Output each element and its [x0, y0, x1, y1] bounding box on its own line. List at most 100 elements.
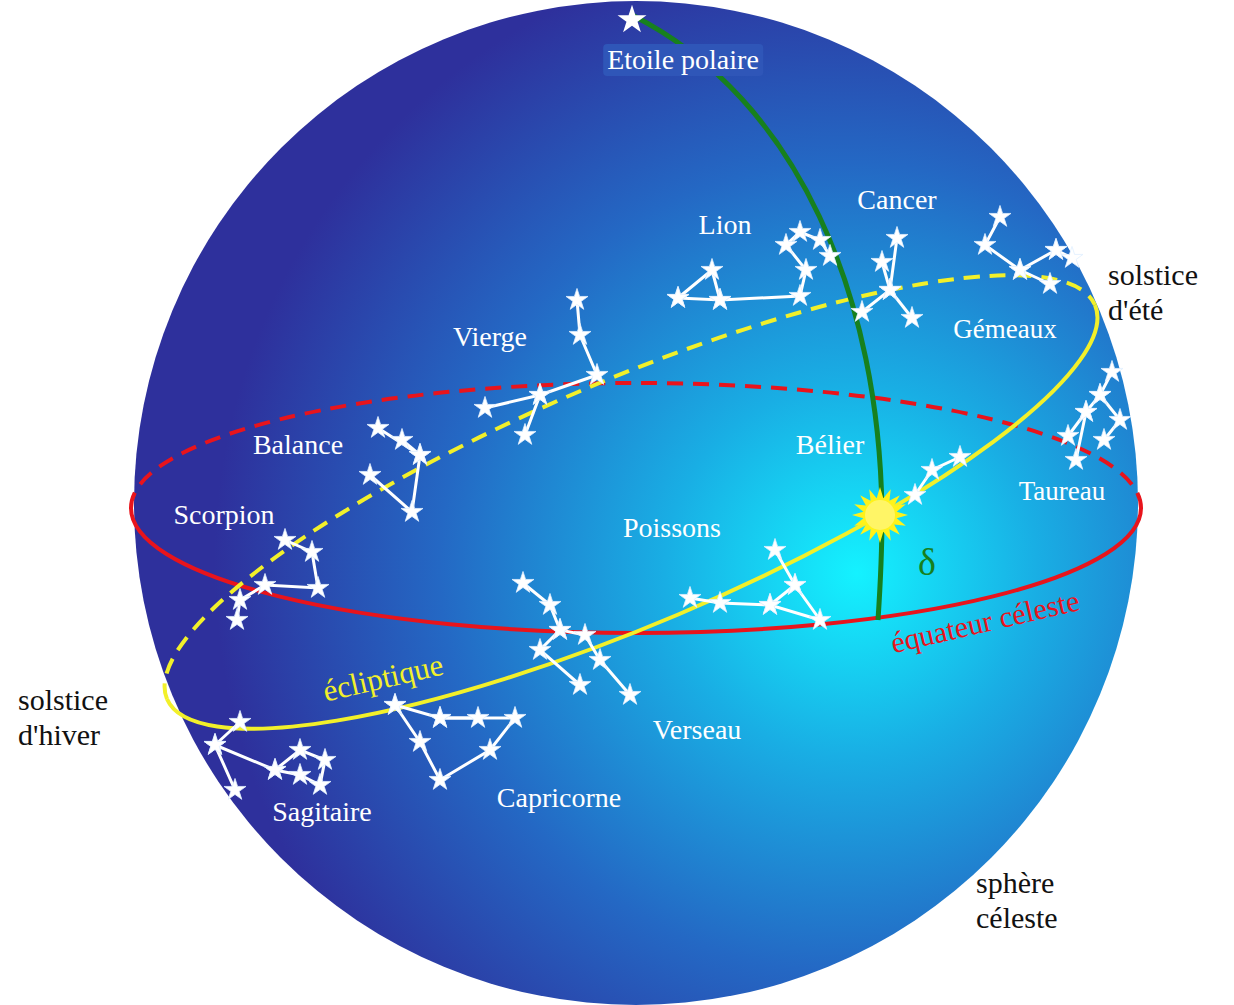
constellation-line: [862, 238, 897, 312]
star: [1065, 448, 1087, 469]
star: [974, 233, 996, 254]
constellation-line: [525, 300, 597, 435]
star: [809, 608, 831, 629]
star: [709, 288, 731, 309]
sphere-label: sphère céleste: [976, 866, 1106, 935]
star: [569, 323, 591, 344]
constellation-line: [395, 705, 515, 780]
constellation-line: [370, 428, 420, 512]
star: [367, 416, 389, 437]
constellation-name: Capricorne: [497, 782, 621, 814]
star: [819, 244, 841, 265]
constellation-name: Gémeaux: [953, 314, 1056, 345]
star: [1089, 383, 1111, 404]
constellation-name: Lion: [699, 209, 752, 241]
star: [224, 778, 246, 799]
constellations: [204, 205, 1131, 799]
pole-star-label: Etoile polaire: [603, 44, 763, 76]
star: [1101, 360, 1123, 381]
star: [301, 540, 323, 561]
star: [759, 593, 781, 614]
sun-disc: [865, 500, 895, 530]
star: [529, 383, 551, 404]
star: [539, 593, 561, 614]
constellation-line: [215, 745, 325, 785]
star: [264, 758, 286, 779]
constellation-line: [215, 722, 240, 790]
constellation-name: Poissons: [623, 512, 721, 544]
star: [709, 288, 731, 309]
star: [429, 706, 451, 727]
star: [384, 693, 406, 714]
star: [784, 573, 806, 594]
star: [401, 500, 423, 521]
star: [921, 458, 943, 479]
star: [949, 445, 971, 466]
star: [274, 528, 296, 549]
star: [409, 730, 431, 751]
star: [514, 423, 536, 444]
star: [226, 608, 248, 629]
star: [667, 286, 689, 307]
constellation-line: [915, 457, 960, 495]
star: [229, 710, 251, 731]
star: [667, 286, 689, 307]
sun: [852, 487, 908, 543]
star: [764, 538, 786, 559]
constellation-name: Bélier: [796, 429, 864, 461]
star: [1109, 408, 1131, 429]
star: [586, 363, 608, 384]
star: [289, 738, 311, 759]
star: [851, 300, 873, 321]
star: [1061, 246, 1083, 267]
star: [314, 748, 336, 769]
star: [309, 773, 331, 794]
star: [229, 588, 251, 609]
star: [775, 233, 797, 254]
constellation-name: Vierge: [453, 321, 527, 353]
star: [566, 288, 588, 309]
star: [429, 706, 451, 727]
star: [479, 738, 501, 759]
star: [904, 483, 926, 504]
star: [809, 228, 831, 249]
star: [569, 673, 591, 694]
star: [384, 693, 406, 714]
star: [1009, 258, 1031, 279]
star: [409, 443, 431, 464]
constellation-name: Sagitaire: [272, 796, 372, 828]
star: [901, 306, 923, 327]
star: [549, 618, 571, 639]
celestial-sphere: [134, 1, 1138, 1005]
star: [512, 571, 534, 592]
star: [789, 284, 811, 305]
star: [359, 463, 381, 484]
star: [784, 573, 806, 594]
star: [574, 623, 596, 644]
pole-star: [618, 5, 647, 33]
constellation-name: Scorpion: [173, 499, 274, 531]
star: [409, 443, 431, 464]
ecliptic-front: [167, 305, 1097, 729]
star: [504, 706, 526, 727]
star: [989, 205, 1011, 226]
declination-symbol: δ: [918, 541, 936, 585]
star: [879, 278, 901, 299]
constellation-name: Verseau: [653, 714, 742, 746]
star: [307, 576, 329, 597]
star: [1075, 400, 1097, 421]
star: [429, 768, 451, 789]
star: [871, 250, 893, 271]
star: [529, 638, 551, 659]
star: [795, 258, 817, 279]
star: [1057, 424, 1079, 445]
solstice-label: solstice d'hiver: [18, 683, 148, 752]
star: [879, 278, 901, 299]
star: [1089, 383, 1111, 404]
star: [264, 758, 286, 779]
star: [789, 220, 811, 241]
star: [1039, 272, 1061, 293]
star: [709, 591, 731, 612]
star: [204, 733, 226, 754]
